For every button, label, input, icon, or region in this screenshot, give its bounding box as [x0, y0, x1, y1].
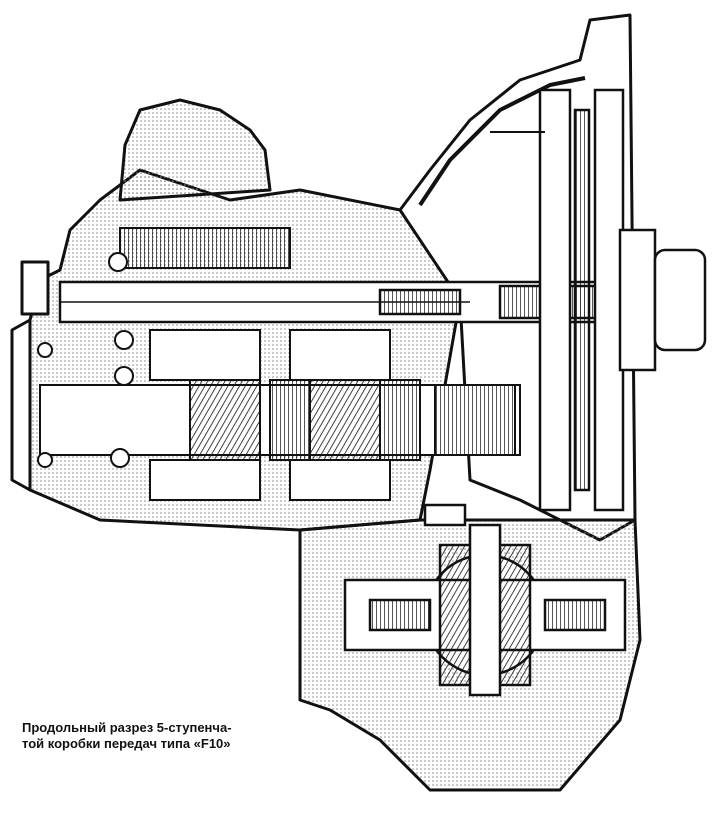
differential — [343, 503, 627, 697]
input-shaft — [58, 280, 622, 324]
caption-line-2: той коробки передач типа «F10» — [22, 736, 231, 751]
figure-caption: Продольный разрез 5-ступенча- той коробк… — [22, 720, 322, 752]
caption-line-1: Продольный разрез 5-ступенча- — [22, 720, 232, 735]
bearings — [37, 252, 134, 468]
gear-cluster — [39, 227, 521, 501]
clutch-assembly — [490, 88, 707, 512]
